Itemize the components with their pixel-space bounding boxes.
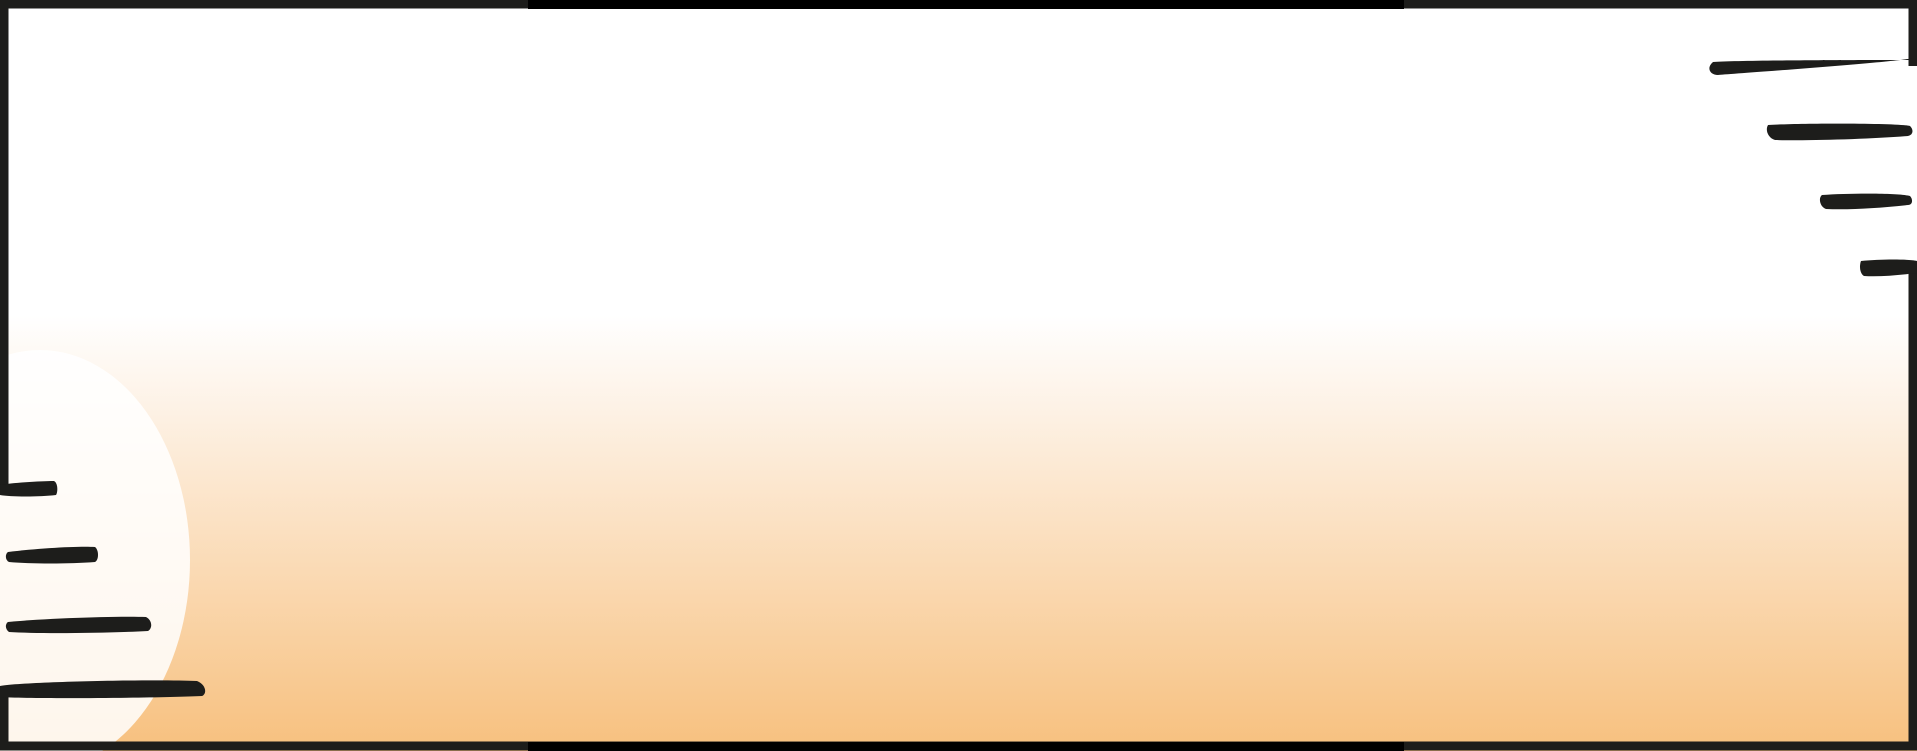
brush-stroke-top-right-4: [1860, 259, 1917, 277]
brush-stroke-bottom-left-1: [0, 481, 58, 497]
bottom-edge-accent: [528, 742, 1404, 751]
brush-stroke-bottom-left-4: [0, 680, 206, 699]
brush-stroke-bottom-left-2: [5, 546, 98, 564]
brush-stroke-bottom-left-3: [5, 616, 152, 634]
brush-stroke-top-right-1: [1709, 58, 1913, 75]
brush-stroke-top-right-2: [1766, 123, 1913, 141]
top-edge-accent: [528, 0, 1404, 9]
brush-stroke-top-right-3: [1819, 193, 1913, 210]
